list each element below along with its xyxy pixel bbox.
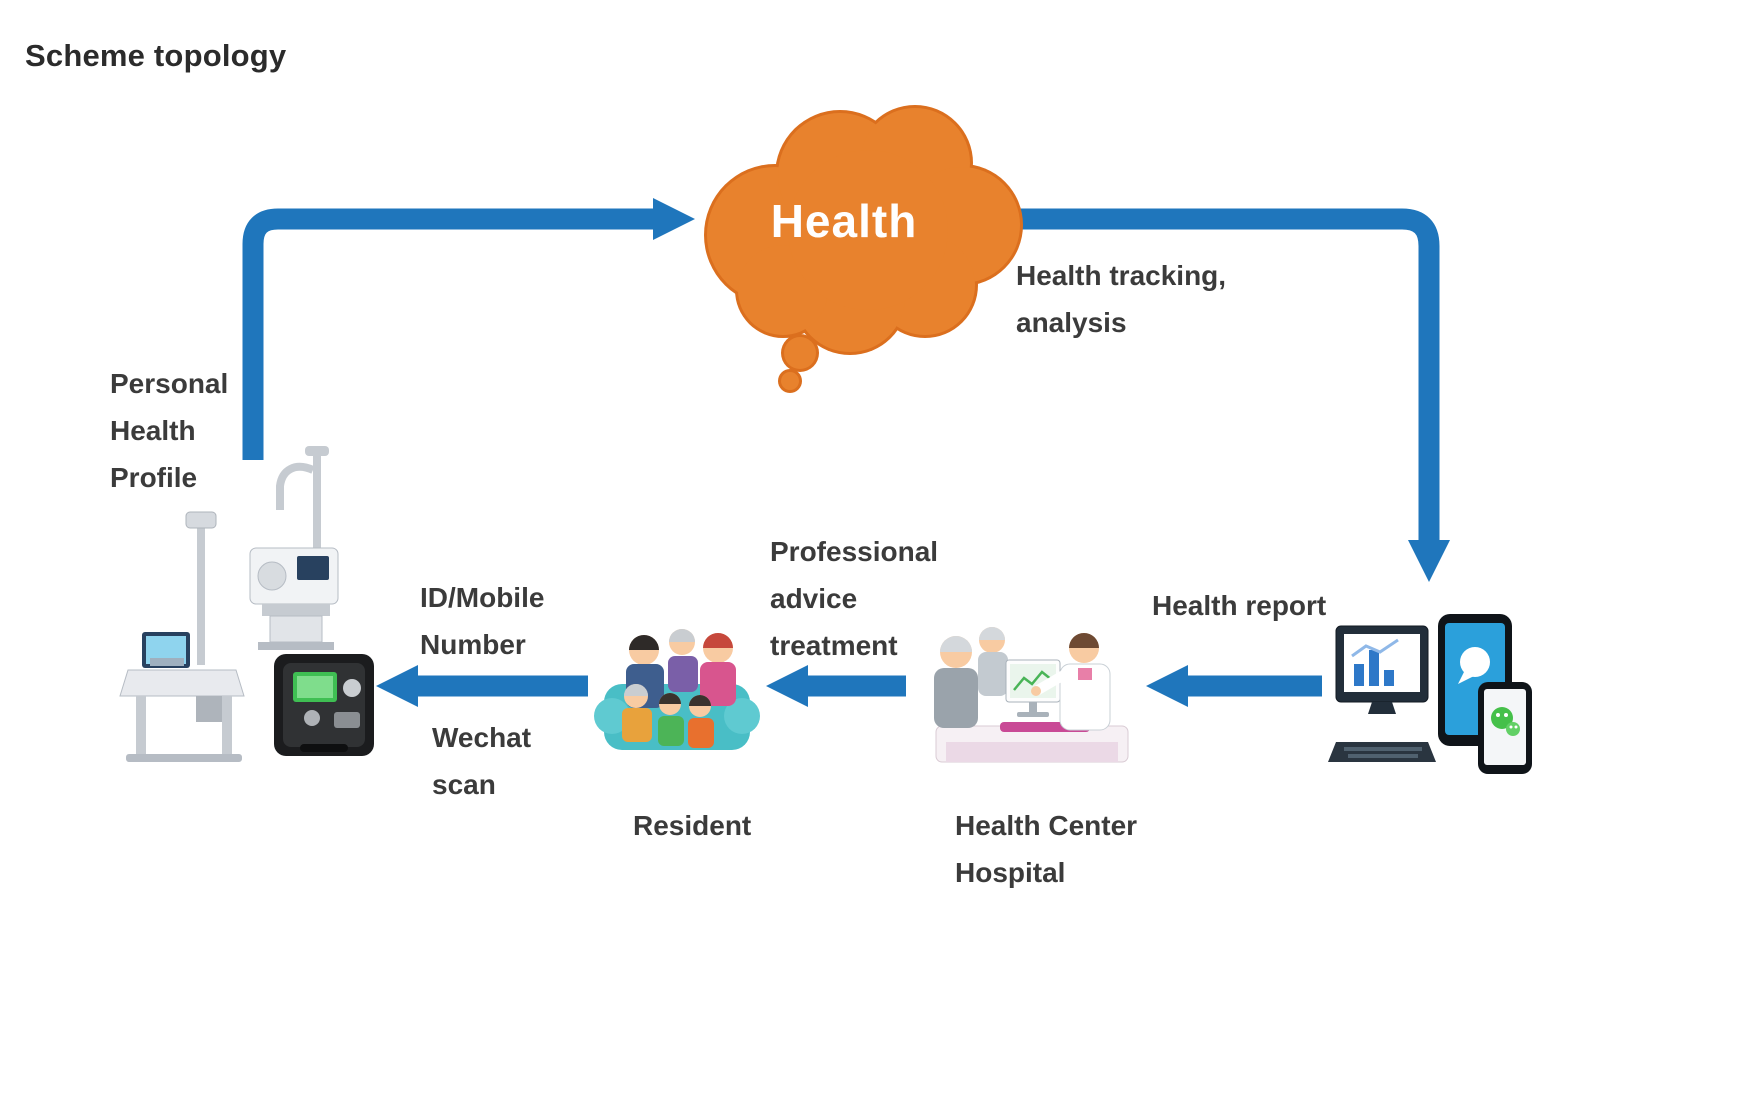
doctors-consultation-icon: [934, 627, 1129, 763]
label-id-mobile-number: ID/Mobile Number: [420, 574, 544, 668]
label-line: Personal: [110, 368, 229, 399]
label-line: advice: [770, 583, 858, 614]
label-personal-health-profile: Personal Health Profile: [110, 360, 228, 501]
label-health-tracking-analysis: Health tracking, analysis: [1016, 252, 1226, 346]
family-group-icon: [594, 629, 760, 750]
label-line: treatment: [770, 630, 898, 661]
label-line: scan: [432, 769, 496, 800]
label-professional-advice-treatment: Professional advice treatment: [770, 528, 938, 669]
computer-and-phones-icon: [1328, 614, 1532, 774]
arrow-cloud-to-devices: [1010, 208, 1450, 582]
label-line: analysis: [1016, 307, 1127, 338]
arrow-kiosk-to-cloud: [242, 198, 695, 460]
label-line: Profile: [110, 462, 198, 493]
cloud-label: Health: [770, 195, 918, 247]
label-line: Hospital: [955, 857, 1066, 888]
label-line: ID/Mobile: [420, 582, 545, 613]
label-line: Health: [110, 415, 196, 446]
label-health-center-hospital: Health Center Hospital: [955, 802, 1137, 896]
label-health-report: Health report: [1152, 590, 1327, 621]
label-line: Wechat: [432, 722, 532, 753]
label-line: Health Center: [955, 810, 1138, 841]
label-line: Professional: [770, 536, 939, 567]
label-line: Health tracking,: [1016, 260, 1227, 291]
label-line: Number: [420, 629, 526, 660]
health-kiosk-devices-icon: [119, 446, 374, 762]
label-wechat-scan: Wechat scan: [432, 714, 531, 808]
diagram-title: Scheme topology: [25, 38, 287, 73]
health-cloud-icon: [704, 105, 1023, 393]
label-resident: Resident: [633, 810, 752, 841]
